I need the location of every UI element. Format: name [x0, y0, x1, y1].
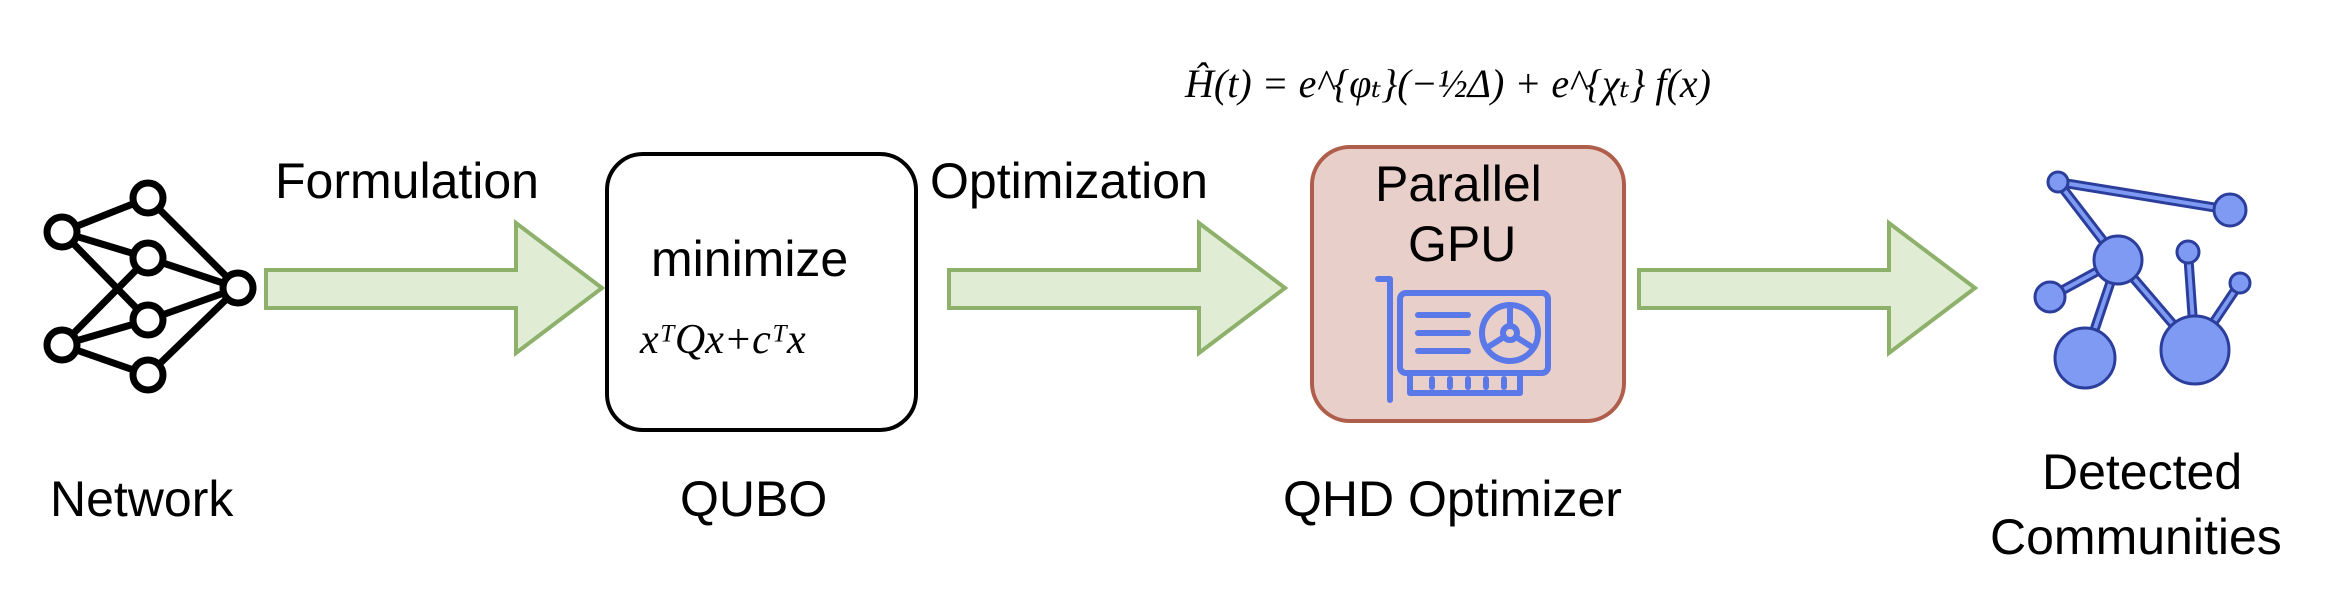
communities-label: Communities [1990, 509, 2282, 565]
network-label: Network [50, 471, 234, 527]
optimization-arrow [947, 218, 1289, 358]
formulation-label: Formulation [275, 153, 539, 209]
qubo-box [605, 152, 918, 432]
qhd-optimizer-label: QHD Optimizer [1283, 471, 1622, 527]
hamiltonian-equation: Ĥ(t) = e^{φₜ}(−½Δ) + e^{χₜ} f(x) [1185, 42, 1785, 132]
gpu-card-icon [1375, 276, 1551, 403]
network-icon [43, 179, 257, 394]
qubo-minimize-label: minimize [651, 231, 849, 287]
detected-label: Detected [2042, 444, 2243, 500]
community-graph-icon [2033, 170, 2252, 390]
gpu-label: GPU [1408, 216, 1517, 272]
qubo-objective-expression: xᵀQx+cᵀx [640, 316, 806, 364]
qubo-label: QUBO [680, 471, 828, 527]
equation-text: Ĥ(t) = e^{φₜ}(−½Δ) + e^{χₜ} f(x) [1185, 61, 1711, 106]
parallel-label: Parallel [1375, 156, 1542, 212]
optimization-label: Optimization [930, 153, 1208, 209]
qubo-objective-text: xᵀQx+cᵀx [640, 317, 806, 363]
output-arrow [1637, 218, 1979, 358]
formulation-arrow [264, 218, 606, 358]
